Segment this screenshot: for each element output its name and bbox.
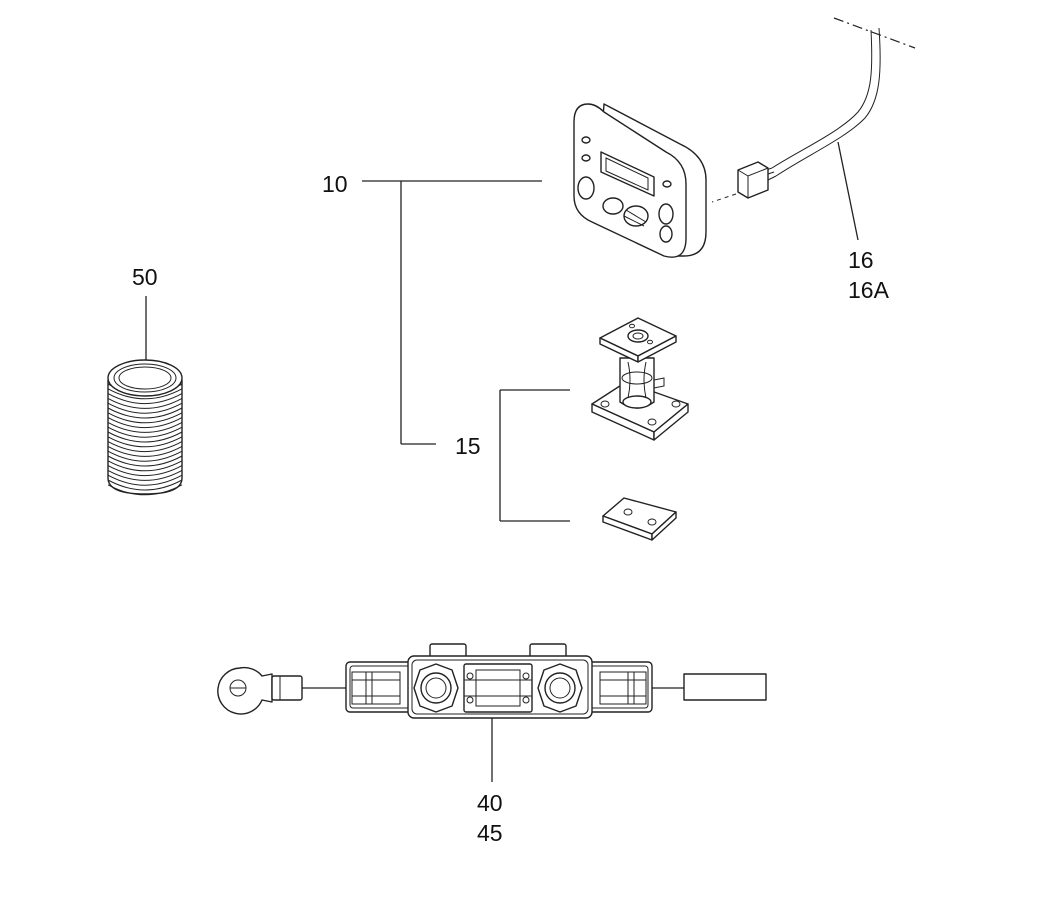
button-right-top (658, 203, 674, 225)
button-left (577, 176, 595, 200)
coil-ring (107, 431, 183, 443)
button-center-left (602, 197, 624, 215)
cable-inner (775, 27, 881, 177)
indicator-top (581, 136, 591, 144)
control-panel (573, 103, 707, 258)
coil-ring (107, 407, 183, 419)
leader-16 (837, 141, 859, 241)
coil-ring (107, 412, 183, 424)
callout-16: 16 (848, 247, 874, 273)
cable-end-right (683, 673, 767, 701)
callout-40: 40 (477, 790, 503, 816)
connect-dash (711, 193, 737, 203)
coil-ring (107, 417, 183, 428)
coil-ring (107, 441, 183, 452)
coil-ring (107, 484, 183, 496)
indicator-right (662, 180, 672, 188)
callout-50: 50 (132, 264, 158, 290)
coil-ring (107, 460, 183, 472)
coiled-cable (107, 359, 183, 496)
coil-ring (107, 421, 183, 433)
mounting-bracket (591, 317, 689, 441)
nut-right (537, 663, 583, 713)
nut-left (413, 663, 459, 713)
break-line (833, 17, 916, 49)
ring-terminal (217, 666, 303, 715)
coil-ring (107, 393, 183, 404)
callout-45: 45 (477, 820, 503, 846)
coil-ring (107, 426, 183, 438)
harness-connector (737, 161, 769, 199)
coil-ring (107, 388, 183, 400)
coil-ring (107, 397, 183, 409)
coil-ring (107, 469, 183, 481)
coil-ring (107, 474, 183, 486)
fuse-element (463, 663, 533, 713)
cable-outer (771, 29, 873, 169)
indicator-mid (581, 154, 591, 162)
panel-display (600, 151, 655, 197)
coil-ring (107, 445, 183, 457)
mounting-plate (602, 497, 677, 541)
button-right-bottom (659, 225, 673, 243)
callout-15: 15 (455, 433, 481, 459)
coil-ring (107, 450, 183, 462)
coil-top (107, 359, 183, 397)
coil-ring (107, 455, 183, 467)
wire-harness (711, 17, 916, 203)
callout-10: 10 (322, 171, 348, 197)
coil-ring (107, 436, 183, 448)
coil-ring (107, 465, 183, 476)
callout-16a: 16A (848, 277, 890, 303)
coil-ring (107, 402, 183, 414)
fuse-holder (217, 643, 767, 719)
leader-lines (145, 141, 859, 782)
coil-ring (107, 479, 183, 491)
